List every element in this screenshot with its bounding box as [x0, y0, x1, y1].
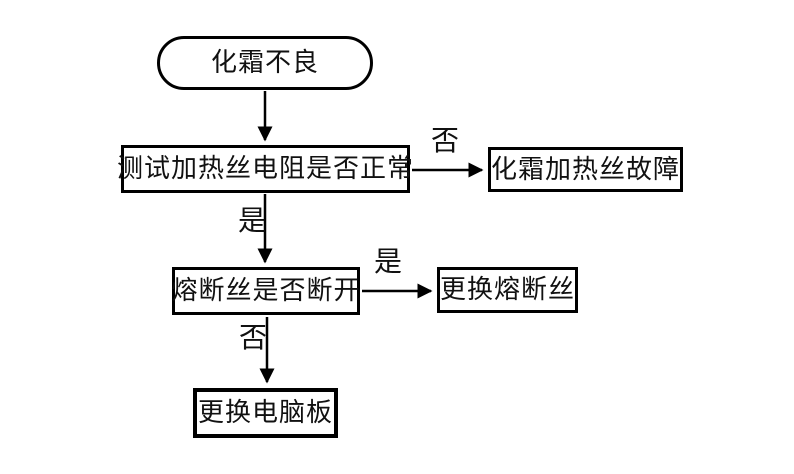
edge-label-yes-test-to-fuse-check: 是 [238, 206, 267, 237]
node-replace-fuse: 更换熔断丝 [437, 267, 578, 313]
node-fuse-check: 熔断丝是否断开 [172, 267, 360, 315]
node-replace-board: 更换电脑板 [193, 388, 338, 438]
edge-label-no-fuse-check-to-replace-board: 否 [239, 323, 268, 354]
edge-label-yes-fuse-check-to-replace-fuse: 是 [374, 247, 403, 278]
node-heater-fault: 化霜加热丝故障 [488, 147, 683, 192]
edge-label-no-test-to-heater-fault: 否 [431, 126, 460, 157]
node-start-terminator: 化霜不良 [157, 36, 373, 90]
node-test-resistance: 测试加热丝电阻是否正常 [117, 145, 413, 193]
